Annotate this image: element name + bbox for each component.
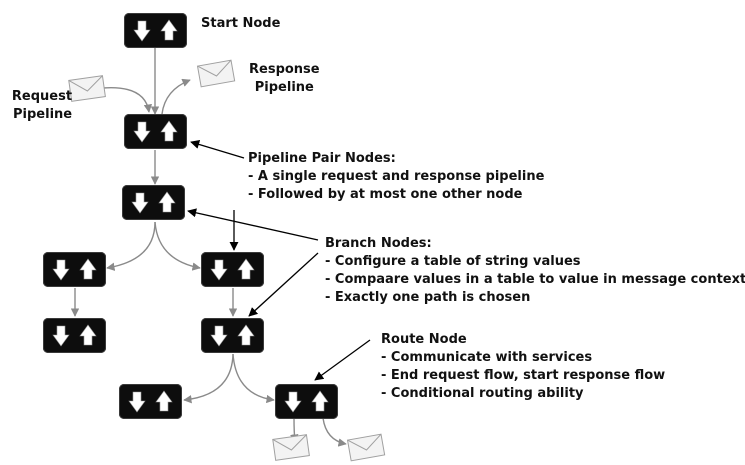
branch-node-1 bbox=[122, 185, 185, 220]
connector-branch-right bbox=[154, 221, 201, 271]
down-up-arrows-icon bbox=[284, 390, 329, 413]
envelope-icon bbox=[68, 75, 106, 102]
route-node bbox=[275, 384, 338, 419]
route-annotation: Route Node - Communicate with services -… bbox=[381, 331, 665, 403]
pipeline-pair-node-bottom bbox=[119, 384, 182, 419]
connector-branch-left bbox=[106, 221, 156, 271]
response-pipeline-label-line2: Pipeline bbox=[254, 80, 314, 95]
down-up-arrows-icon bbox=[133, 120, 178, 143]
callout-arrow-pipeline-pair-1 bbox=[190, 140, 245, 159]
callout-arrow-branch-1 bbox=[187, 208, 319, 241]
down-up-arrows-icon bbox=[52, 258, 97, 281]
route-title: Route Node bbox=[381, 332, 467, 347]
down-up-arrows-icon bbox=[131, 191, 176, 214]
pipeline-pair-line: - Followed by at most one other node bbox=[248, 187, 523, 202]
connector-branch2-left bbox=[183, 353, 234, 404]
start-node-label: Start Node bbox=[201, 16, 281, 31]
branch-line: - Exactly one path is chosen bbox=[325, 290, 531, 305]
callout-arrow-route bbox=[314, 339, 371, 381]
envelope-icon bbox=[196, 59, 236, 88]
branch-title: Branch Nodes: bbox=[325, 236, 432, 251]
route-line: - Communicate with services bbox=[381, 350, 593, 365]
down-up-arrows-icon bbox=[128, 390, 173, 413]
pipeline-pair-annotation: Pipeline Pair Nodes: - A single request … bbox=[248, 150, 544, 204]
branch-annotation: Branch Nodes: - Configure a table of str… bbox=[325, 235, 745, 307]
connector-request-in bbox=[102, 87, 153, 113]
pipeline-pair-node-left-2 bbox=[43, 318, 106, 353]
request-pipeline-label: Request Pipeline bbox=[5, 88, 72, 124]
callout-arrow-branch-2 bbox=[248, 252, 319, 317]
branch-line: - Compaare values in a table to value in… bbox=[325, 272, 745, 287]
down-up-arrows-icon bbox=[210, 258, 255, 281]
request-pipeline-label-line1: Request bbox=[11, 89, 73, 104]
pipeline-pair-node-left bbox=[43, 252, 106, 287]
start-node bbox=[124, 13, 187, 48]
response-pipeline-label-line1: Response bbox=[249, 62, 320, 77]
connector-response-out bbox=[161, 78, 191, 115]
pipeline-pair-node-1 bbox=[124, 114, 187, 149]
branch-node-2 bbox=[201, 318, 264, 353]
pipeline-pair-node-right bbox=[201, 252, 264, 287]
request-pipeline-label-line2: Pipeline bbox=[13, 107, 73, 122]
down-up-arrows-icon bbox=[52, 324, 97, 347]
down-up-arrows-icon bbox=[210, 324, 255, 347]
envelope-icon bbox=[272, 434, 310, 461]
envelope-icon bbox=[346, 433, 386, 462]
pipeline-pair-title: Pipeline Pair Nodes: bbox=[248, 151, 396, 166]
response-pipeline-label: Response Pipeline bbox=[249, 61, 320, 97]
down-up-arrows-icon bbox=[133, 19, 178, 42]
branch-line: - Configure a table of string values bbox=[325, 254, 581, 269]
connector-route-response bbox=[322, 417, 347, 447]
route-line: - Conditional routing ability bbox=[381, 386, 584, 401]
connector-branch2-right bbox=[232, 353, 275, 404]
route-line: - End request flow, start response flow bbox=[381, 368, 666, 383]
pipeline-pair-line: - A single request and response pipeline bbox=[248, 169, 545, 184]
